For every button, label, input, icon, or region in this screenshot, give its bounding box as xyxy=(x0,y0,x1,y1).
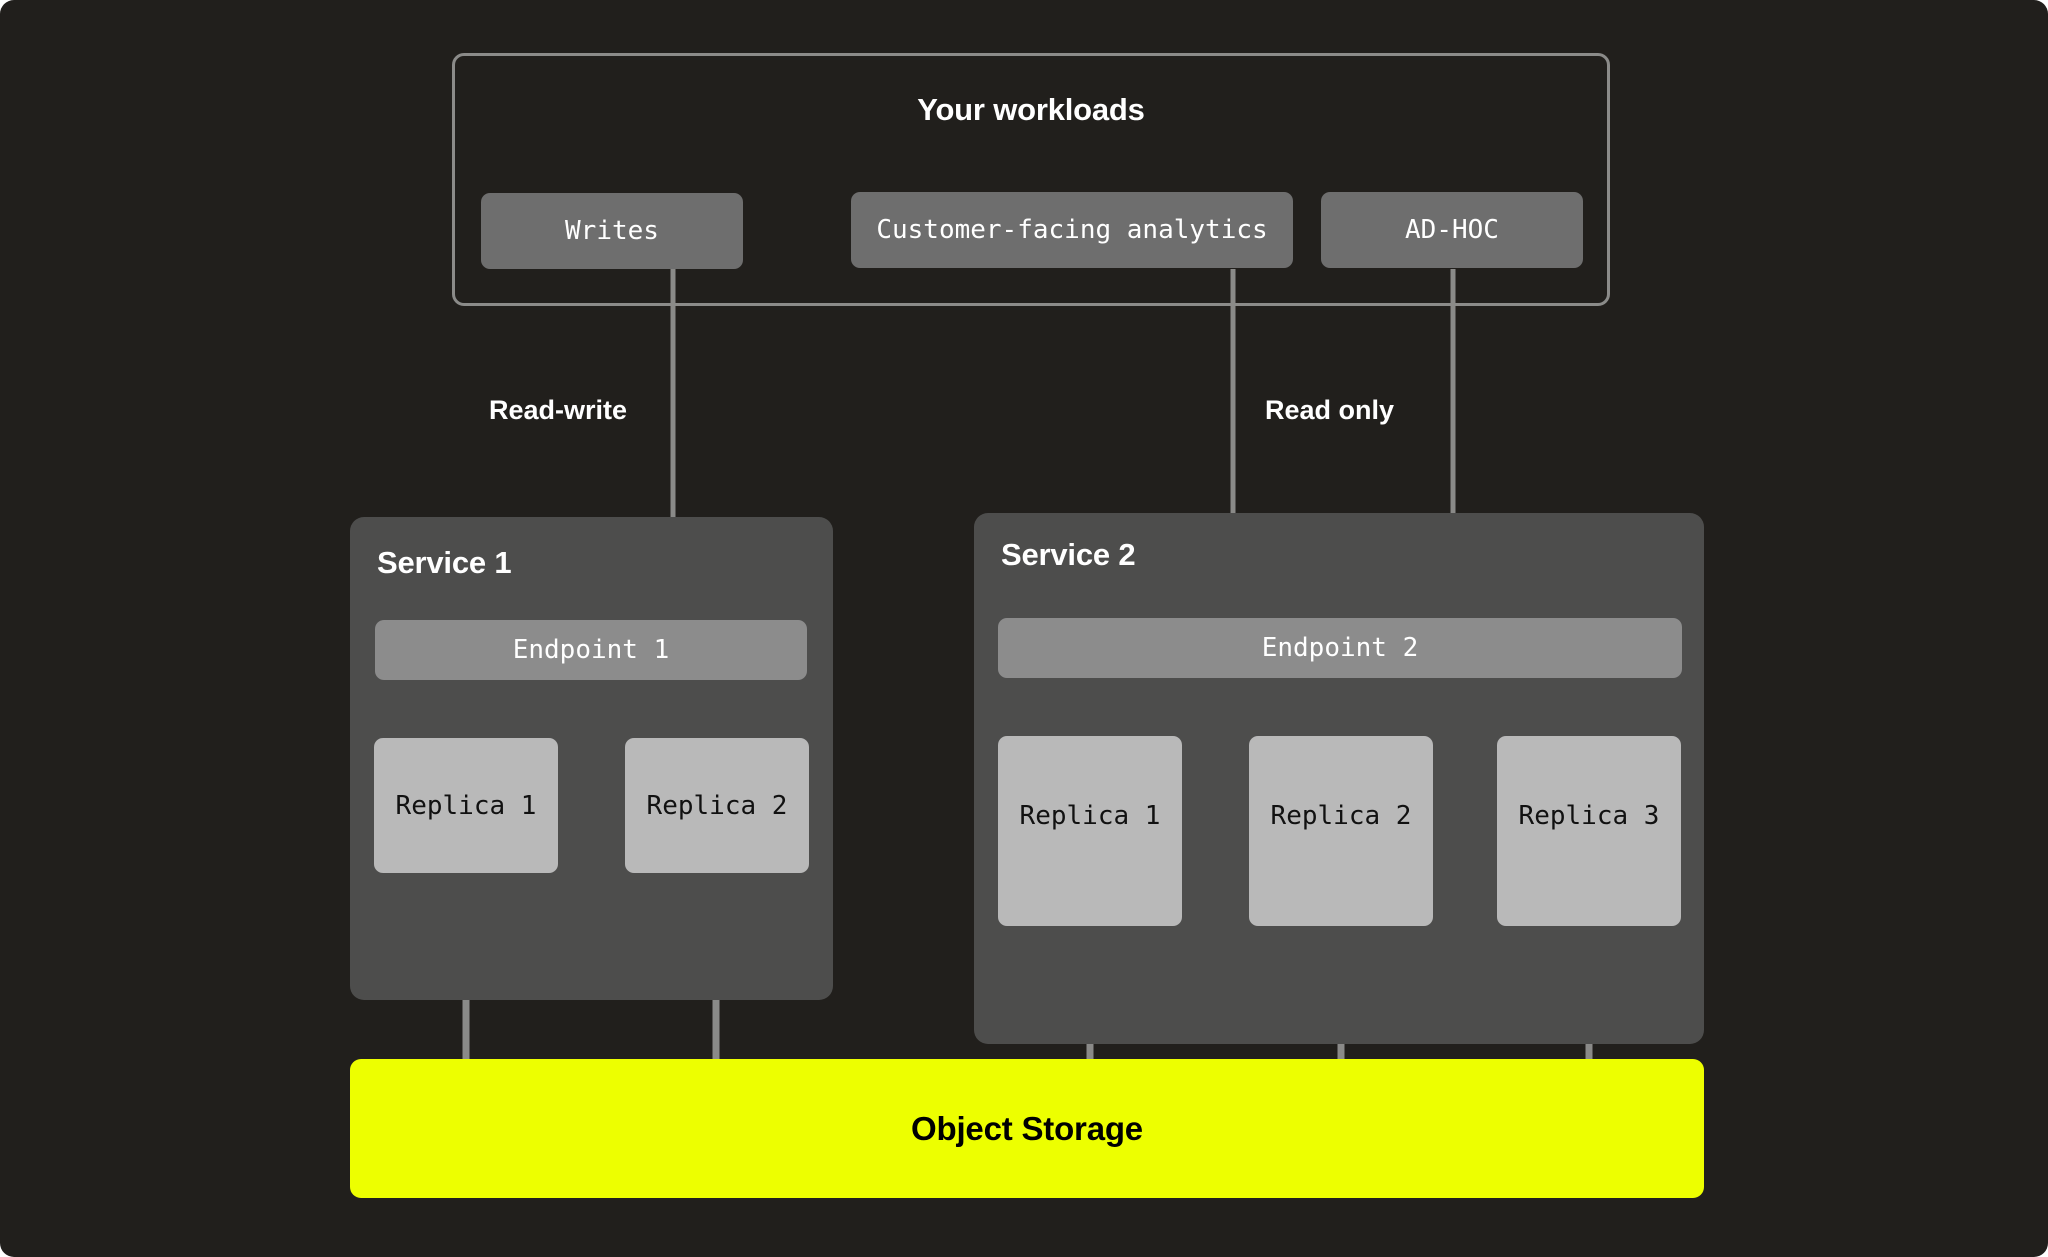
workload-chip-analytics-label: Customer-facing analytics xyxy=(876,215,1268,245)
workload-chip-customer-facing-analytics[interactable]: Customer-facing analytics xyxy=(851,192,1293,268)
service-2-replica-1-label: Replica 1 xyxy=(1019,801,1161,831)
endpoint-1-label: Endpoint 1 xyxy=(512,635,670,665)
service-2-replica-2[interactable]: Replica 2 xyxy=(1249,736,1433,926)
endpoint-2[interactable]: Endpoint 2 xyxy=(998,618,1682,678)
workload-chip-writes-label: Writes xyxy=(565,216,659,246)
service-2-replica-1[interactable]: Replica 1 xyxy=(998,736,1182,926)
service-2-title: Service 2 xyxy=(1001,537,1136,572)
endpoint-2-label: Endpoint 2 xyxy=(1261,633,1419,663)
workloads-container: Your workloads xyxy=(452,53,1610,306)
service-2-replica-2-label: Replica 2 xyxy=(1270,801,1412,831)
object-storage-bar[interactable]: Object Storage xyxy=(350,1059,1704,1198)
service-1-title: Service 1 xyxy=(377,545,512,580)
service-1-replica-2[interactable]: Replica 2 xyxy=(625,738,809,873)
workloads-title: Your workloads xyxy=(917,92,1145,127)
service-1-replica-2-label: Replica 2 xyxy=(646,790,788,821)
edge-label-read-only: Read only xyxy=(1265,395,1395,425)
service-1-replica-1-label: Replica 1 xyxy=(395,790,537,821)
service-2-replica-3[interactable]: Replica 3 xyxy=(1497,736,1681,926)
service-2-replica-3-label: Replica 3 xyxy=(1518,801,1660,831)
endpoint-1[interactable]: Endpoint 1 xyxy=(375,620,807,680)
workload-chip-adhoc-label: AD-HOC xyxy=(1405,215,1499,245)
workload-chip-writes[interactable]: Writes xyxy=(481,193,743,269)
edge-label-read-write: Read-write xyxy=(489,395,628,425)
service-1-replica-1[interactable]: Replica 1 xyxy=(374,738,558,873)
object-storage-label: Object Storage xyxy=(911,1109,1143,1147)
workload-chip-ad-hoc[interactable]: AD-HOC xyxy=(1321,192,1583,268)
